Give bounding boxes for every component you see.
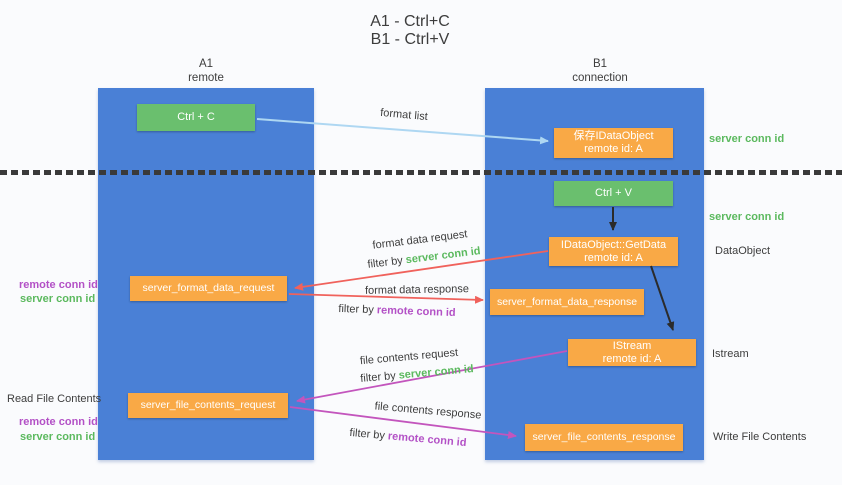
label-write-file-contents: Write File Contents (713, 431, 807, 443)
label-file-contents-response: file contents response (374, 400, 482, 422)
node-idataobject-getdata-line2: remote id: A (584, 251, 643, 264)
node-server-file-contents-request-label: server_file_contents_request (140, 399, 276, 411)
label-dataobject: DataObject (715, 245, 771, 257)
column-a-subtitle: remote (188, 71, 224, 84)
column-b-subtitle: connection (572, 71, 628, 84)
label-server-conn-id-left-top: server conn id (20, 293, 96, 305)
node-server-format-data-response-label: server_format_data_response (496, 295, 638, 308)
title-line-1: A1 - Ctrl+C (370, 13, 450, 30)
remote-conn-id-highlight: remote conn id (376, 304, 456, 320)
node-istream-line1: IStream (612, 339, 652, 352)
node-server-file-contents-response: server_file_contents_response (525, 424, 683, 451)
node-ctrl-c-label: Ctrl + C (177, 111, 215, 123)
title-line-2: B1 - Ctrl+V (370, 30, 450, 48)
node-save-idataobject-line2: remote id: A (584, 143, 643, 155)
label-server-conn-id-mid: server conn id (709, 211, 785, 223)
filter-by-text: filter by (338, 302, 375, 317)
node-server-format-data-response: server_format_data_response (490, 289, 644, 315)
node-ctrl-c: Ctrl + C (137, 104, 255, 131)
node-ctrl-v-label: Ctrl + V (595, 187, 632, 199)
node-save-idataobject: 保存IDataObject remote id: A (554, 128, 673, 158)
label-file-contents-request: file contents request (359, 346, 459, 368)
node-server-file-contents-response-label: server_file_contents_response (532, 431, 676, 443)
remote-conn-id-highlight: remote conn id (387, 430, 467, 450)
node-idataobject-getdata-line1: IDataObject::GetData (560, 238, 667, 251)
diagram-title: A1 - Ctrl+C B1 - Ctrl+V (0, 13, 820, 48)
server-conn-id-highlight: server conn id (405, 245, 482, 267)
label-read-file-contents: Read File Contents (7, 393, 102, 405)
session-divider-dotted-line (0, 170, 842, 175)
label-server-conn-id-left-bottom: server conn id (20, 431, 96, 443)
label-remote-conn-id-left-top: remote conn id (19, 279, 98, 291)
filter-by-text: filter by (359, 369, 397, 385)
node-server-format-data-request: server_format_data_request (130, 276, 287, 301)
column-b-name: B1 (592, 58, 608, 70)
node-istream-line2: remote id: A (602, 352, 662, 365)
label-format-list: format list (379, 106, 429, 124)
node-ctrl-v: Ctrl + V (554, 181, 673, 206)
column-a-header: A1 remote (146, 58, 266, 85)
node-idataobject-getdata: IDataObject::GetData remote id: A (549, 237, 678, 266)
label-istream: Istream (712, 348, 749, 360)
node-istream: IStream remote id: A (568, 339, 696, 366)
column-a-name: A1 (198, 58, 214, 70)
filter-by-text: filter by (366, 254, 404, 271)
node-server-file-contents-request: server_file_contents_request (128, 393, 288, 418)
label-format-data-response: format data response (364, 283, 470, 297)
label-remote-conn-id-left-bottom: remote conn id (19, 416, 98, 428)
filter-by-text: filter by (349, 426, 386, 442)
node-save-idataobject-line1: 保存IDataObject (573, 130, 654, 142)
node-server-format-data-request-label: server_format_data_request (142, 282, 275, 294)
server-conn-id-highlight: server conn id (398, 363, 475, 382)
label-server-conn-id-top: server conn id (709, 133, 785, 145)
column-b-header: B1 connection (540, 58, 660, 85)
